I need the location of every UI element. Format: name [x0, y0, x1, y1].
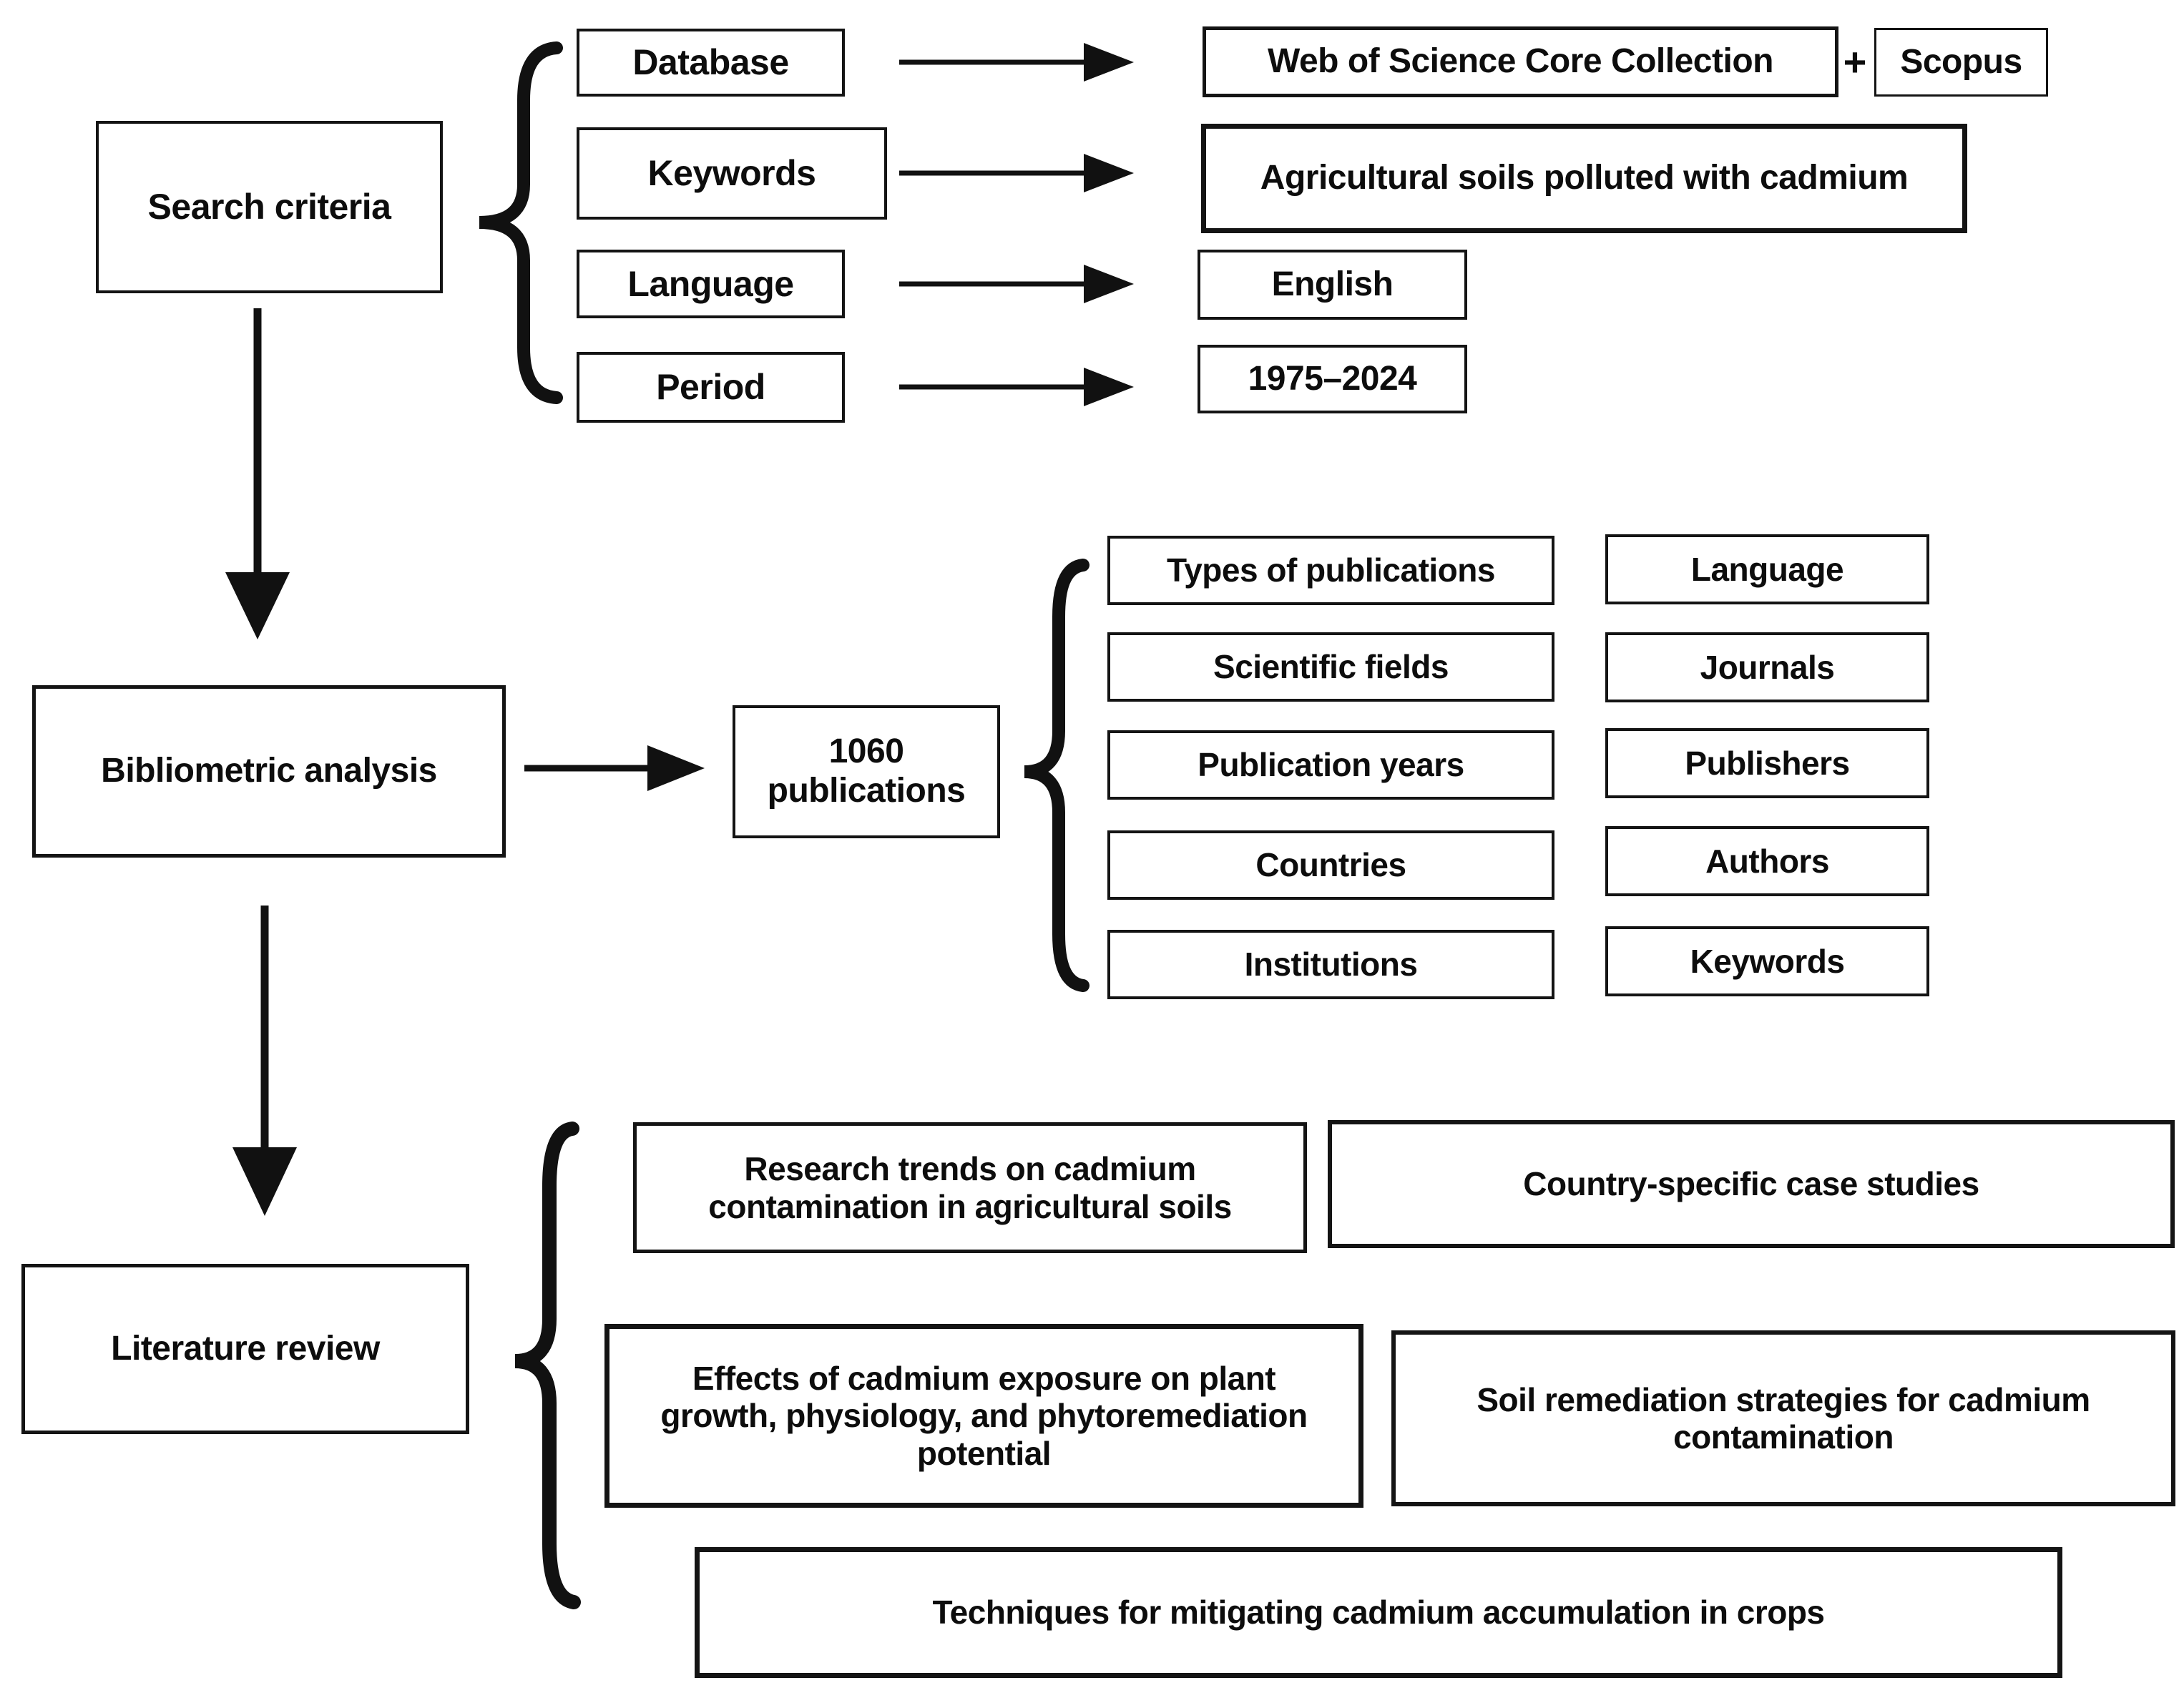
english-text: English [1271, 265, 1394, 303]
aspect-label: Publication years [1198, 746, 1464, 784]
publications-count-word: publications [767, 772, 966, 810]
topic-label: Soil remediation strategies for cadmium … [1477, 1380, 2090, 1456]
aspect-types-of-publications: Types of publications [1107, 536, 1554, 605]
arrow-bibliometric-to-publications [524, 745, 705, 791]
arrow-search-to-bibliometric [225, 308, 290, 639]
topic-research-trends: Research trends on cadmium contamination… [633, 1122, 1307, 1253]
search-criteria-box: Search criteria [96, 121, 443, 293]
topic-cadmium-effects: Effects of cadmium exposure on plant gro… [604, 1324, 1363, 1508]
aspect-label: Types of publications [1167, 551, 1495, 589]
topic-label: Research trends on cadmium contamination… [708, 1150, 1232, 1225]
scopus-text: Scopus [1900, 42, 2022, 81]
aspect-publication-years: Publication years [1107, 730, 1554, 800]
criteria-label-language: Language [577, 250, 845, 318]
aspect-language: Language [1605, 534, 1929, 604]
arrow-language [899, 265, 1134, 303]
keywords-query-text: Agricultural soils polluted with cadmium [1260, 159, 1909, 197]
value-keywords-query: Agricultural soils polluted with cadmium [1201, 124, 1967, 233]
aspect-label: Journals [1700, 648, 1835, 686]
criteria-label-database: Database [577, 29, 845, 97]
arrow-database [899, 43, 1134, 82]
topic-label: Country-specific case studies [1523, 1165, 1979, 1203]
web-of-science-text: Web of Science Core Collection [1268, 42, 1773, 81]
aspect-label: Keywords [1690, 942, 1845, 980]
keywords-label: Keywords [647, 153, 816, 193]
language-label: Language [627, 263, 794, 304]
aspect-label: Authors [1705, 842, 1829, 880]
value-web-of-science: Web of Science Core Collection [1203, 26, 1838, 97]
brace-search-criteria [479, 41, 563, 404]
literature-review-box: Literature review [21, 1264, 469, 1434]
years-text: 1975–2024 [1248, 359, 1417, 398]
aspect-label: Institutions [1244, 946, 1418, 983]
aspect-label: Countries [1255, 846, 1406, 884]
criteria-label-period: Period [577, 352, 845, 423]
literature-review-label: Literature review [111, 1329, 380, 1368]
value-scopus: Scopus [1874, 28, 2048, 97]
topic-soil-remediation: Soil remediation strategies for cadmium … [1391, 1330, 2175, 1506]
aspect-authors: Authors [1605, 826, 1929, 896]
aspect-keywords: Keywords [1605, 926, 1929, 996]
search-criteria-label: Search criteria [147, 187, 391, 227]
publications-count-number: 1060 [828, 732, 904, 771]
aspect-scientific-fields: Scientific fields [1107, 632, 1554, 702]
topic-label: Effects of cadmium exposure on plant gro… [660, 1359, 1308, 1472]
database-label: Database [632, 42, 789, 82]
aspect-institutions: Institutions [1107, 930, 1554, 999]
topic-label: Techniques for mitigating cadmium accumu… [932, 1594, 1825, 1631]
arrow-period [899, 368, 1134, 406]
topic-mitigation-techniques: Techniques for mitigating cadmium accumu… [695, 1547, 2062, 1678]
aspect-journals: Journals [1605, 632, 1929, 702]
arrow-bibliometric-to-literature [232, 906, 297, 1216]
aspect-label: Language [1690, 550, 1844, 588]
aspect-countries: Countries [1107, 830, 1554, 900]
value-language-english: English [1198, 250, 1467, 320]
criteria-label-keywords: Keywords [577, 127, 887, 220]
bibliometric-analysis-label: Bibliometric analysis [101, 752, 437, 790]
plus-sign: + [1836, 26, 1874, 97]
aspect-label: Scientific fields [1213, 648, 1449, 686]
bibliometric-analysis-box: Bibliometric analysis [32, 685, 506, 858]
plus-text: + [1843, 39, 1867, 84]
brace-publications [1024, 559, 1089, 992]
topic-country-case-studies: Country-specific case studies [1328, 1120, 2175, 1248]
publications-count-box: 1060 publications [733, 705, 1000, 838]
aspect-publishers: Publishers [1605, 728, 1929, 798]
arrow-keywords [899, 154, 1134, 192]
brace-literature [514, 1122, 581, 1609]
period-label: Period [656, 367, 765, 407]
aspect-label: Publishers [1685, 744, 1850, 782]
value-period-years: 1975–2024 [1198, 345, 1467, 413]
